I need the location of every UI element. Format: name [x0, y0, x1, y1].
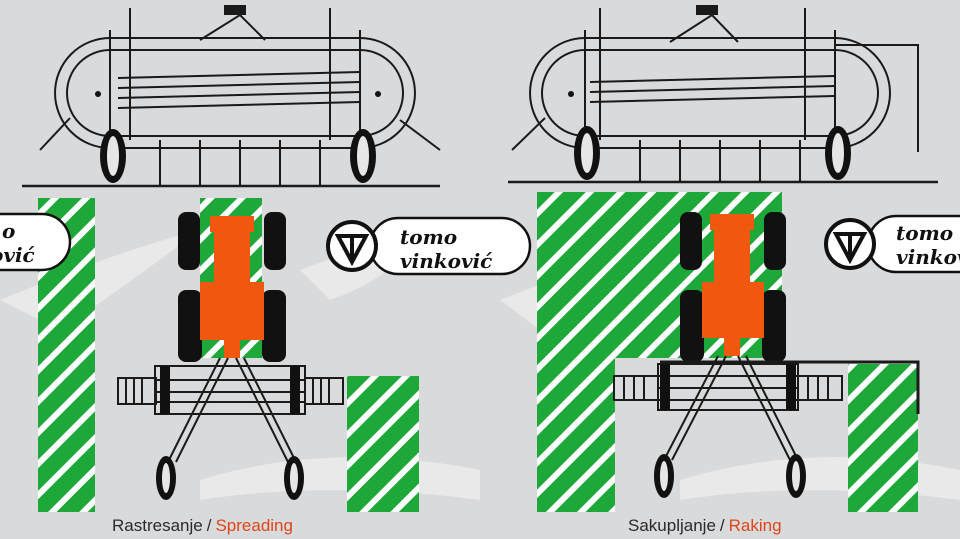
caption-raking-local: Sakupljanje — [628, 516, 716, 535]
hatched-swath-left-c — [347, 376, 419, 512]
caption-spreading-english: Spreading — [215, 516, 293, 535]
hatched-swath-right-b — [848, 364, 918, 512]
wheel-left-2 — [350, 129, 376, 183]
tractor-right — [680, 212, 786, 362]
tractor-left — [178, 212, 286, 362]
logo-cropped-left-line2: ović — [0, 243, 35, 267]
logo-tomo-vinkovic: tomo vinković — [326, 216, 532, 276]
wheel-right-2 — [825, 126, 851, 180]
logo-cropped-right-line2: vinkov — [896, 245, 960, 269]
logo-line1: tomo — [400, 225, 457, 249]
caster-wheel-left-2 — [284, 456, 304, 500]
caption-raking-english: Raking — [728, 516, 782, 535]
wheel-right-1 — [574, 126, 600, 180]
caption-raking: Sakupljanje/Raking — [628, 512, 782, 539]
logo-line2: vinković — [400, 249, 492, 273]
rake-topview-left — [117, 357, 344, 463]
logo-cropped-left-line1: o — [2, 219, 15, 243]
caption-separator: / — [206, 516, 212, 535]
caption-spreading-local: Rastresanje — [112, 516, 203, 535]
panel-raking: tomo vinkov — [508, 5, 960, 512]
caster-wheel-left-1 — [156, 456, 176, 500]
rake-topview-right — [613, 355, 920, 461]
caption-spreading: Rastresanje/Spreading — [112, 512, 293, 539]
logo-cropped-right-line1: tomo — [896, 221, 953, 245]
wheel-left-1 — [100, 129, 126, 183]
logo-cropped-left: o ović — [0, 212, 72, 272]
logo-cropped-right: tomo vinkov — [824, 214, 960, 274]
panel-spreading: o ović tomo vinković — [0, 5, 532, 512]
caster-wheel-right-1 — [654, 454, 674, 498]
caster-wheel-right-2 — [786, 454, 806, 498]
caption-separator-2: / — [719, 516, 725, 535]
